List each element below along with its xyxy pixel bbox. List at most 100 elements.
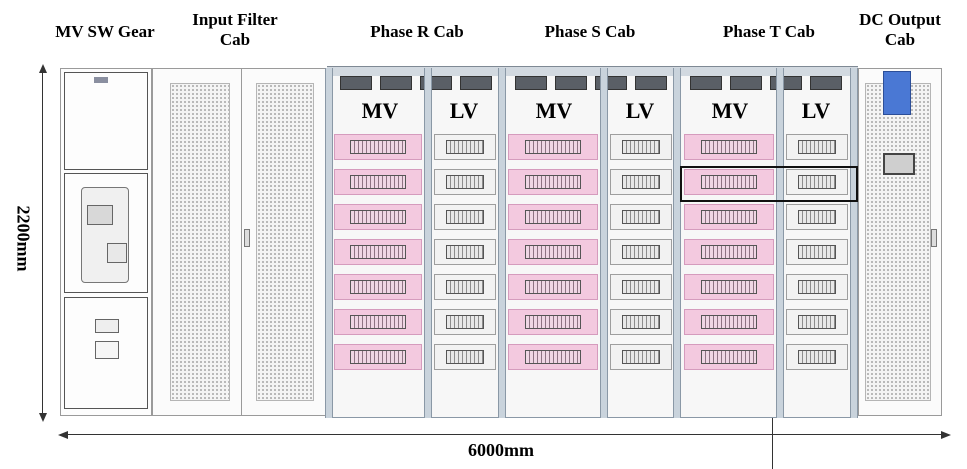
fan xyxy=(770,76,802,90)
lv-power-cell-module xyxy=(434,309,496,335)
lv-power-cell-module xyxy=(434,134,496,160)
lv-power-cell-module xyxy=(786,274,848,300)
switchgear-window xyxy=(95,341,119,359)
label-phase-t: Phase T Cab xyxy=(723,22,815,41)
module-heatsink-grille xyxy=(621,140,661,154)
module-heatsink-grille xyxy=(524,140,582,154)
height-arrow-heads xyxy=(39,64,47,422)
module-heatsink-grille xyxy=(445,315,485,329)
mv-power-cell-module xyxy=(334,239,422,265)
module-heatsink-grille xyxy=(797,210,837,224)
switchgear-bottom-panel xyxy=(64,297,148,409)
module-heatsink-grille xyxy=(445,175,485,189)
highlighted-power-cell xyxy=(680,166,858,202)
phase-s-mv-heading: MV xyxy=(535,98,573,123)
module-heatsink-grille xyxy=(350,315,406,329)
phase-s-lv-heading: LV xyxy=(625,98,655,123)
module-heatsink-grille xyxy=(524,210,582,224)
fan xyxy=(690,76,722,90)
fan xyxy=(340,76,372,90)
input-filter-door-handle xyxy=(244,229,250,247)
lv-power-cell-module xyxy=(434,169,496,195)
width-arrow-heads xyxy=(58,431,951,439)
phase-r-lv-heading: LV xyxy=(449,98,479,123)
mv-power-cell-module xyxy=(684,204,774,230)
lv-power-cell-module xyxy=(786,134,848,160)
module-heatsink-grille xyxy=(621,350,661,364)
label-phase-s: Phase S Cab xyxy=(544,22,636,41)
module-heatsink-grille xyxy=(700,245,758,259)
mv-power-cell-module xyxy=(508,134,598,160)
cabinet-pillar xyxy=(325,68,333,418)
module-heatsink-grille xyxy=(524,245,582,259)
module-heatsink-grille xyxy=(350,280,406,294)
mv-power-cell-module xyxy=(684,344,774,370)
phase-t-mv-heading: MV xyxy=(711,98,749,123)
lv-power-cell-module xyxy=(786,169,848,195)
label-mv-sw-gear: MV SW Gear xyxy=(55,22,155,41)
fan xyxy=(555,76,587,90)
lv-power-cell-module xyxy=(610,239,672,265)
label-dc-output-line2: Cab xyxy=(884,30,916,49)
lv-power-cell-module xyxy=(610,169,672,195)
fan xyxy=(635,76,667,90)
module-heatsink-grille xyxy=(350,140,406,154)
mv-power-cell-module xyxy=(508,274,598,300)
dc-output-mesh xyxy=(865,83,931,401)
height-dimension-line xyxy=(42,70,43,418)
input-filter-mesh-left xyxy=(170,83,230,401)
module-heatsink-grille xyxy=(700,210,758,224)
phase-s-fan-row xyxy=(503,66,679,76)
fan xyxy=(730,76,762,90)
lv-power-cell-module xyxy=(786,204,848,230)
module-heatsink-grille xyxy=(445,140,485,154)
cabinet-pillar xyxy=(776,68,784,418)
cabinet-pillar xyxy=(498,68,506,418)
module-heatsink-grille xyxy=(797,315,837,329)
lv-power-cell-module xyxy=(434,344,496,370)
label-phase-r: Phase R Cab xyxy=(370,22,464,41)
module-heatsink-grille xyxy=(700,175,758,189)
lv-power-cell-module xyxy=(610,344,672,370)
mv-power-cell-module xyxy=(684,134,774,160)
lv-power-cell-module xyxy=(434,204,496,230)
height-dimension-label: 2200mm xyxy=(13,205,34,272)
phase-t-fan-row xyxy=(679,66,858,76)
mv-power-cell-module xyxy=(334,309,422,335)
module-heatsink-grille xyxy=(797,140,837,154)
module-heatsink-grille xyxy=(445,210,485,224)
input-filter-cabinet xyxy=(152,68,327,416)
mv-power-cell-module xyxy=(684,274,774,300)
mv-power-cell-module xyxy=(334,134,422,160)
fan xyxy=(460,76,492,90)
dc-output-cabinet xyxy=(858,68,942,416)
input-filter-door-divider xyxy=(241,69,242,415)
mv-power-cell-module xyxy=(684,169,774,195)
lv-power-cell-module xyxy=(786,309,848,335)
switchgear-display-screen xyxy=(87,205,113,225)
lv-power-cell-module xyxy=(610,204,672,230)
cabinet-pillar xyxy=(600,68,608,418)
lv-power-cell-module xyxy=(610,274,672,300)
mv-power-cell-module xyxy=(508,204,598,230)
module-heatsink-grille xyxy=(797,175,837,189)
label-dc-output: DC Output Cab xyxy=(840,10,960,50)
lv-power-cell-module xyxy=(786,344,848,370)
dc-output-door-handle xyxy=(931,229,937,247)
module-heatsink-grille xyxy=(524,350,582,364)
module-heatsink-grille xyxy=(350,175,406,189)
module-heatsink-grille xyxy=(621,245,661,259)
module-heatsink-grille xyxy=(700,315,758,329)
width-dimension-line xyxy=(64,434,944,435)
mv-power-cell-module xyxy=(334,274,422,300)
switchgear-middle-panel xyxy=(64,173,148,293)
module-heatsink-grille xyxy=(350,245,406,259)
mv-power-cell-module xyxy=(334,204,422,230)
mv-power-cell-module xyxy=(684,239,774,265)
phase-r-mv-heading: MV xyxy=(361,98,399,123)
cabinet-pillar xyxy=(673,68,681,418)
module-heatsink-grille xyxy=(350,350,406,364)
label-input-filter-line2: Cab xyxy=(219,30,251,49)
module-heatsink-grille xyxy=(524,315,582,329)
lv-power-cell-module xyxy=(786,239,848,265)
